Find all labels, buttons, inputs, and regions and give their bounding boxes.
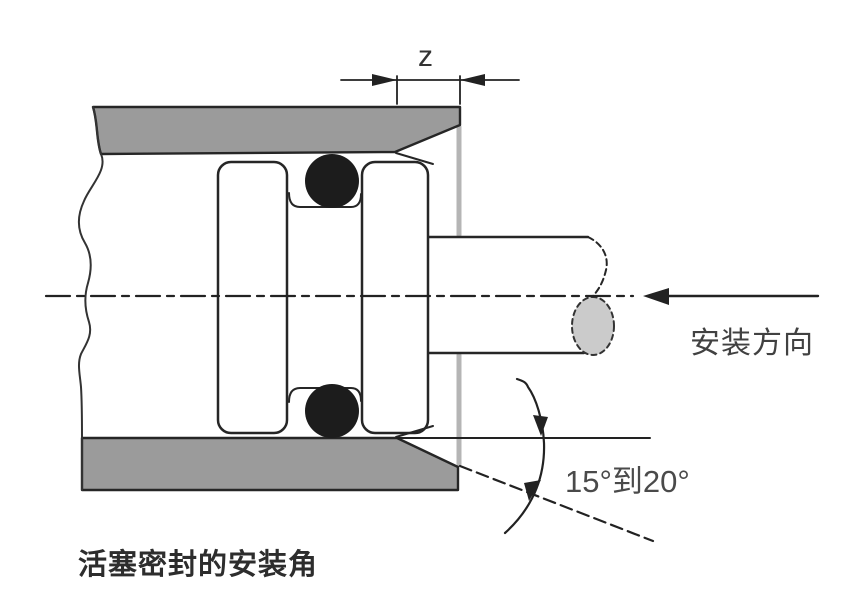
- z-dimension: [340, 74, 520, 105]
- o-ring-seal-top: [305, 154, 359, 208]
- dimension-arrow-right-icon: [372, 74, 397, 86]
- chamfer-edges: [395, 152, 434, 438]
- arc-arrow-top-icon: [533, 415, 548, 436]
- arrow-left-icon: [643, 288, 669, 305]
- rod-end-tip: [571, 296, 615, 356]
- installation-direction-arrow: [643, 288, 820, 305]
- break-line: [77, 106, 104, 491]
- installation-direction-label: 安装方向: [690, 327, 814, 360]
- arc-arrow-bottom-icon: [524, 480, 541, 501]
- installation-angle-annotation: [396, 377, 655, 543]
- angle-arc: [503, 377, 546, 535]
- o-ring-seal-bottom: [305, 384, 359, 438]
- angle-range-label: 15°到20°: [565, 464, 690, 499]
- cylinder-wall-top: [91, 105, 462, 156]
- dimension-arrow-left-icon: [460, 74, 485, 86]
- figure-caption: 活塞密封的安装角: [78, 549, 319, 581]
- z-dimension-label: z: [418, 40, 433, 73]
- angle-reference-line: [458, 464, 655, 543]
- cylinder-wall-bottom: [80, 436, 460, 492]
- piston-land-left: [216, 160, 289, 435]
- piston-land-right: [360, 160, 430, 435]
- piston-rod: [426, 235, 608, 355]
